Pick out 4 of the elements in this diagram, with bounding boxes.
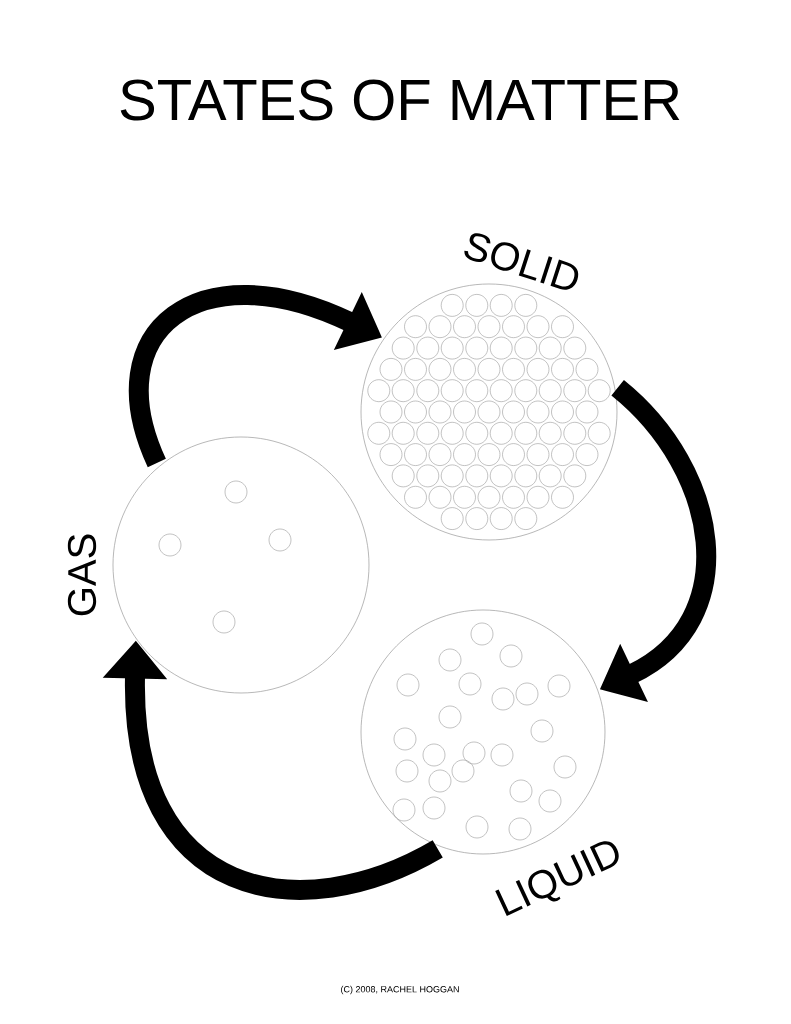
title: STATES OF MATTER [120,79,680,121]
caption: (C) 2008, RACHEL HOGGAN [341,985,459,995]
state-label: GAS [67,534,97,616]
state-label: SOLID [464,233,579,290]
